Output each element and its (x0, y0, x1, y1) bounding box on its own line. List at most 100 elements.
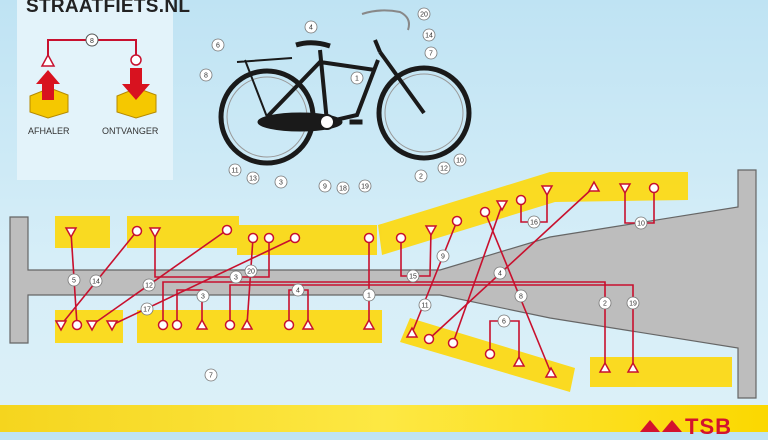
connection-label: 3 (234, 275, 238, 282)
triangle-icon (40, 53, 56, 67)
connection-label: 10 (637, 221, 645, 228)
afhaler-marker (105, 320, 119, 332)
afhaler-marker (405, 326, 419, 338)
bike-callout: 4 (309, 25, 313, 32)
zone (127, 216, 239, 248)
connection-label-badge (514, 289, 528, 303)
brand-logo: TSB (685, 414, 732, 439)
bike-callout: 18 (339, 186, 347, 193)
connection-label-badge (142, 278, 156, 292)
bike-callout-badge (414, 169, 428, 183)
ontvanger-marker (423, 333, 435, 345)
footer-band (0, 405, 768, 432)
bike-callout: 13 (249, 176, 257, 183)
ontvanger-marker (289, 232, 301, 244)
connection-label-badge (89, 274, 103, 288)
connection-label: 9 (441, 254, 445, 261)
connection-label-badge (196, 289, 210, 303)
bike-callout-badge (358, 179, 372, 193)
zone (237, 225, 377, 255)
bike-callout-badge (422, 28, 436, 42)
connection-label-badge (291, 283, 305, 297)
afhaler-marker (195, 318, 209, 330)
bike-callout-badge (246, 171, 260, 185)
connection-label: 17 (143, 307, 151, 314)
afhaler-marker (148, 227, 162, 239)
package-up-icon (29, 70, 69, 119)
connection-label-badge (67, 273, 81, 287)
connection-label: 14 (92, 279, 100, 286)
connection-label-badge (436, 249, 450, 263)
bike-callout-badge (274, 175, 288, 189)
bike-callout-badge (453, 153, 467, 167)
bike-callout: 6 (216, 43, 220, 50)
afhaler-marker (598, 361, 612, 373)
connection-label-badge (229, 270, 243, 284)
connection-label: 7 (209, 373, 213, 380)
ontvanger-marker (515, 194, 527, 206)
afhaler-marker (618, 183, 632, 195)
ontvanger-marker (363, 232, 375, 244)
connection-label: 2 (603, 301, 607, 308)
connection-label-badge (493, 266, 507, 280)
connection-label-badge (140, 302, 154, 316)
bike-callout: 8 (204, 73, 208, 80)
connection-line (428, 186, 595, 340)
bike-callout-badge (336, 181, 350, 195)
connection-line (162, 281, 606, 368)
connection-label-badge (527, 215, 541, 229)
bike-callout: 12 (440, 166, 448, 173)
connection-label-badge (497, 314, 511, 328)
connection-label-badge (406, 269, 420, 283)
bike-callout: 20 (420, 12, 428, 19)
connection-label: 4 (498, 271, 502, 278)
ontvanger-marker (395, 232, 407, 244)
bike-callout: 3 (279, 180, 283, 187)
ontvanger-marker (451, 215, 463, 227)
bike-callout: 7 (429, 51, 433, 58)
afhaler-marker (85, 320, 99, 332)
connection-label: 16 (530, 220, 538, 227)
ontvanger-marker (484, 348, 496, 360)
road-layout (9, 169, 757, 399)
bike-callout-badge (318, 179, 332, 193)
bike-callout-badge (304, 20, 318, 34)
legend-number-badge (85, 33, 99, 47)
connection-label-badge (634, 216, 648, 230)
afhaler-label: AFHALER (28, 126, 70, 136)
afhaler-marker (495, 200, 509, 212)
afhaler-marker (301, 318, 315, 330)
ontvanger-marker (648, 182, 660, 194)
parking-zones (55, 172, 732, 392)
bike-callout-badge (350, 71, 364, 85)
connection-line (176, 289, 203, 325)
ontvanger-marker (131, 225, 143, 237)
ontvanger-marker (171, 319, 183, 331)
afhaler-marker (240, 318, 254, 330)
connection-label: 3 (201, 294, 205, 301)
package-down-icon (116, 68, 157, 119)
bike-callout: 1 (355, 76, 359, 83)
bike-callout: 14 (425, 33, 433, 40)
afhaler-marker (424, 225, 438, 237)
ontvanger-marker (157, 319, 169, 331)
afhaler-marker (64, 227, 78, 239)
bike-callout-badge (228, 163, 242, 177)
afhaler-marker (544, 366, 558, 378)
connection-label-badge (598, 296, 612, 310)
zone (378, 172, 688, 255)
connection-line (154, 232, 270, 278)
connection-label: 19 (629, 301, 637, 308)
ontvanger-marker (247, 232, 259, 244)
bike-callout-badge (437, 161, 451, 175)
bike-callout: 11 (231, 168, 238, 175)
afhaler-marker (587, 180, 601, 192)
afhaler-marker (512, 355, 526, 367)
bicycle-illustration (218, 9, 472, 166)
connection-label: 6 (502, 319, 506, 326)
ontvanger-marker (221, 224, 233, 236)
ontvanger-label: ONTVANGER (102, 126, 159, 136)
zone (590, 357, 732, 387)
connection-label-badge (204, 368, 218, 382)
